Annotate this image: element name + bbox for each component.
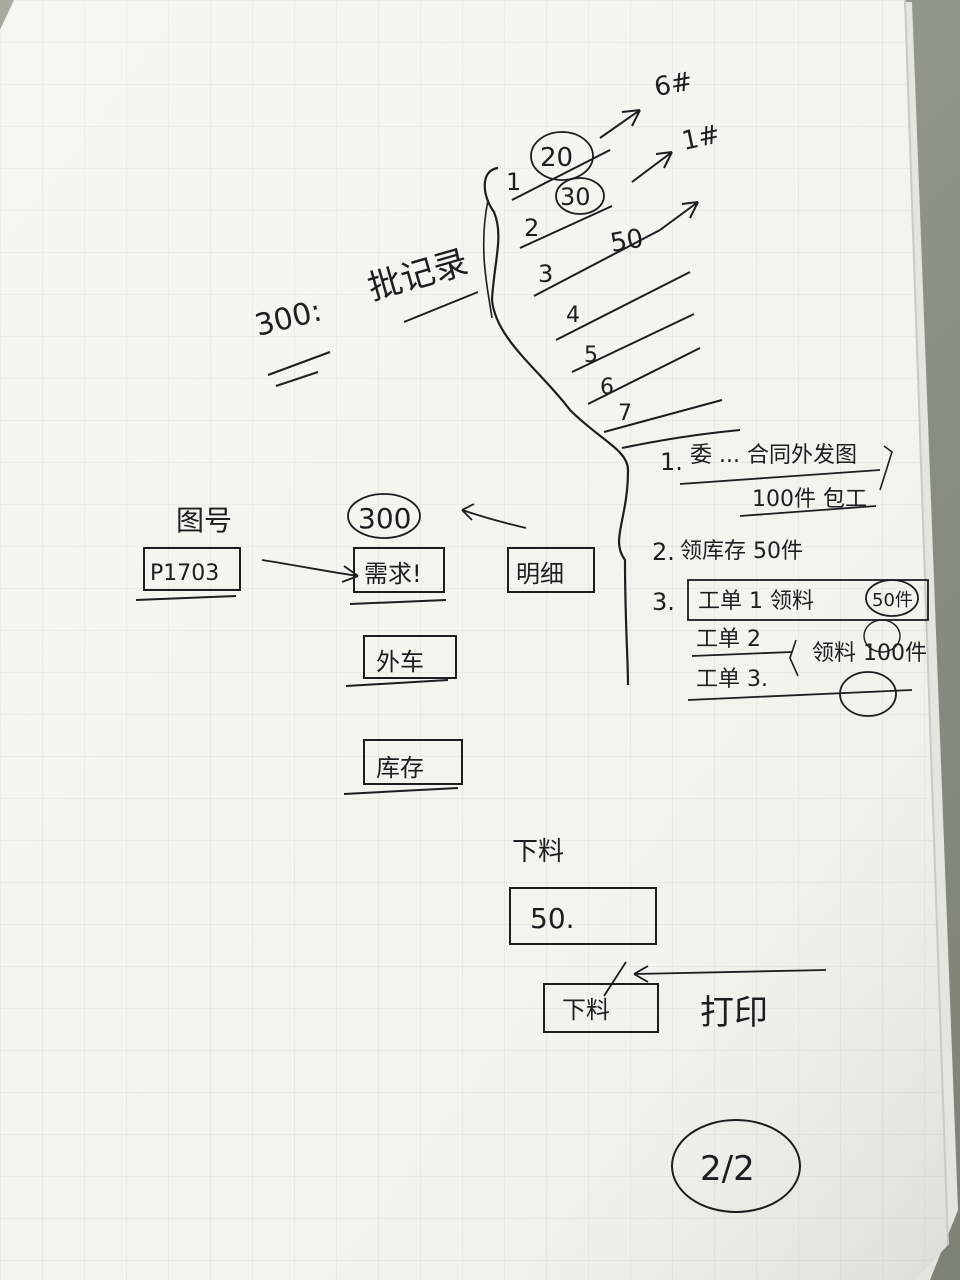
qty-circle	[865, 579, 919, 617]
notes-panel: 1. 委 ... 合同外发图 100件 包工 2. 领库存 50件 3. 工单 …	[652, 443, 929, 717]
outsource-button[interactable]: 外车	[345, 635, 457, 687]
cutting-button-label: 下料	[562, 996, 610, 1024]
batch-row-index: 4	[566, 303, 580, 328]
print-label[interactable]: 打印	[700, 993, 768, 1033]
note-number: 2.	[652, 538, 675, 566]
batch-row-qty: 20	[540, 143, 573, 173]
cutting-quantity-value: 50.	[530, 902, 575, 935]
batch-row[interactable]: 5	[571, 313, 695, 373]
note-number: 3.	[652, 588, 675, 616]
work-order-item: 工单 3.	[696, 667, 768, 692]
cutting-label: 下料	[512, 837, 564, 867]
batch-row-index: 3	[538, 260, 553, 288]
stock-button[interactable]: 库存	[343, 739, 463, 795]
note-text: 工单 1 领料	[698, 589, 814, 614]
demand-quantity-value: 300	[358, 502, 411, 535]
batch-row-dest: 6#	[652, 67, 695, 103]
cutting-section: 下料 50. 下料 打印	[509, 837, 827, 1033]
demand-button[interactable]: 需求!	[349, 547, 447, 605]
batch-row-index: 2	[524, 214, 539, 242]
note-text: 委 ... 合同外发图	[690, 443, 857, 468]
arrow-icon	[633, 965, 827, 983]
drawing-number-field[interactable]: P1703	[135, 547, 241, 601]
batch-row[interactable]: 6	[587, 347, 701, 405]
batch-list: 1 20 6# 2 30 1# 3 50 4	[482, 67, 741, 686]
demand-button-label: 需求!	[364, 560, 422, 588]
qty-circle	[839, 671, 897, 717]
page-number-stamp: 2/2	[671, 1119, 801, 1213]
batch-row-index: 1	[506, 168, 521, 196]
qty-circle	[530, 131, 594, 181]
cutting-quantity-field[interactable]: 50.	[509, 887, 657, 945]
qty-circle	[863, 619, 901, 653]
arrow-icon	[461, 503, 527, 529]
detail-button-label: 明细	[516, 560, 564, 588]
arrow-icon	[631, 151, 673, 183]
page-number: 2/2	[700, 1149, 755, 1189]
outsource-button-label: 外车	[376, 648, 424, 676]
arrow-icon	[599, 109, 641, 139]
work-order-list: 工单 2 工单 3. 领料 100件	[687, 619, 927, 717]
arrow-icon	[261, 559, 359, 583]
note-item: 1. 委 ... 合同外发图 100件 包工	[660, 443, 893, 517]
drawing-form: 图号 P1703 300 需求! 明细 外车 库存	[135, 493, 595, 795]
qty-circle	[555, 177, 605, 215]
drawing-number-value: P1703	[150, 561, 219, 586]
batch-bracket	[483, 166, 630, 686]
work-order-item: 工单 2	[696, 627, 761, 652]
qty-circle	[347, 493, 421, 539]
note-item: 2. 领库存 50件	[652, 538, 803, 566]
batch-row[interactable]: 4	[555, 271, 691, 341]
arrow-icon	[659, 201, 699, 231]
batch-row-index: 7	[618, 401, 632, 426]
detail-button[interactable]: 明细	[507, 547, 595, 593]
drawing-number-label: 图号	[176, 504, 232, 537]
work-order-note: 领料 100件	[812, 641, 927, 666]
batch-row[interactable]: 3 50	[533, 201, 699, 297]
stock-button-label: 库存	[376, 754, 424, 782]
note-item: 3. 工单 1 领料 50件	[652, 579, 929, 621]
note-sub: 50件	[872, 590, 913, 611]
batch-row[interactable]: 7	[603, 399, 741, 449]
cutting-button[interactable]: 下料	[543, 983, 659, 1033]
batch-row-qty: 30	[560, 183, 591, 211]
batch-row[interactable]: 2 30 1#	[519, 120, 723, 249]
batch-row[interactable]: 1 20 6#	[506, 67, 695, 201]
demand-quantity: 300	[347, 493, 421, 539]
note-text: 领库存 50件	[680, 539, 803, 564]
work-order-box	[687, 579, 929, 621]
note-number: 1.	[660, 448, 683, 476]
